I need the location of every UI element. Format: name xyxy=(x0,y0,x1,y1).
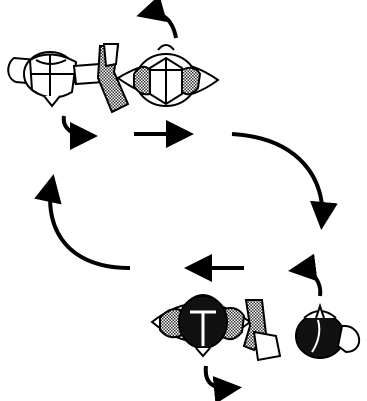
top-left-curl-arrow xyxy=(61,115,98,150)
arrow-right-side-down xyxy=(231,132,338,230)
bottom-flip-arrow xyxy=(203,365,242,401)
bottom-linker-tube xyxy=(252,330,282,362)
bottom-molecule xyxy=(150,294,361,362)
top-left-ring-shell xyxy=(28,53,78,99)
top-molecule xyxy=(7,43,220,114)
bottom-right-curl-arrow xyxy=(288,253,323,297)
bottom-right-tube xyxy=(336,324,361,354)
top-left-diamond xyxy=(43,95,61,108)
bottom-right-dark-disc xyxy=(295,313,345,359)
arrow-left-side-up xyxy=(34,174,131,270)
top-flip-arrow xyxy=(136,0,178,39)
